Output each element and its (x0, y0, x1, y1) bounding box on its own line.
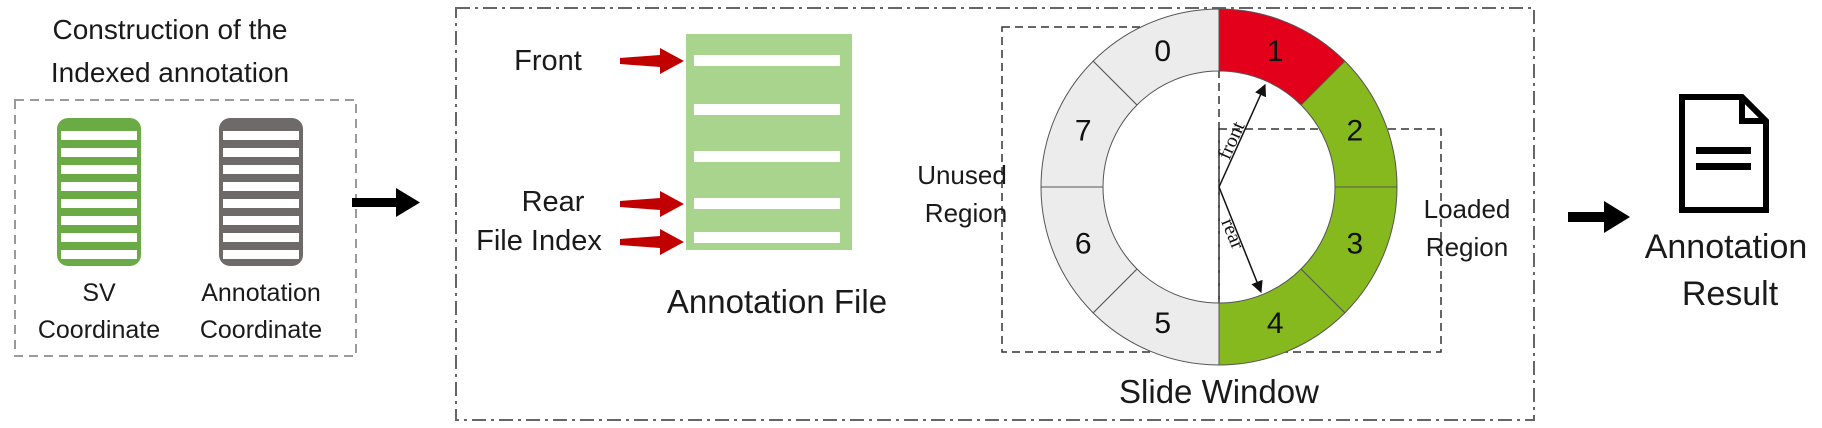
ring-segment-label-0: 0 (1154, 35, 1171, 68)
file-index-label: File Index (476, 225, 602, 257)
annot-label-line2: Coordinate (200, 316, 322, 344)
loaded-region-line2: Region (1426, 232, 1508, 262)
front-label: Front (514, 45, 582, 77)
sv-label-line1: SV (82, 279, 116, 307)
document-icon (1679, 94, 1769, 213)
ring-segment-label-3: 3 (1346, 227, 1363, 260)
annotation-coordinate-icon (219, 118, 303, 266)
ring-segment-7 (1040, 60, 1138, 188)
ring-segment-label-4: 4 (1267, 307, 1284, 340)
ring-segment-label-2: 2 (1346, 115, 1363, 148)
sv-coordinate-icon (57, 118, 141, 266)
result-line2: Result (1682, 275, 1779, 313)
middle-panel-frame (455, 7, 1535, 421)
unused-region-line1: Unused (917, 160, 1007, 190)
ring-segment-label-6: 6 (1075, 227, 1092, 260)
unused-region-frame (1001, 26, 1220, 353)
ring-segment-label-1: 1 (1267, 35, 1284, 68)
rear-pointer-label: rear (1217, 215, 1249, 252)
ring-segment-label-5: 5 (1154, 307, 1171, 340)
rear-label: Rear (522, 186, 585, 218)
front-arrow (1218, 83, 1267, 188)
annot-label-line1: Annotation (201, 279, 321, 307)
file-index-pointer-arrow (620, 229, 684, 255)
slide-window-caption: Slide Window (1119, 373, 1319, 410)
flow-arrow-2 (1568, 201, 1630, 233)
front-pointer-arrow (620, 48, 684, 74)
slide-window-ring: 0 1 2 3 4 5 6 7 (1040, 8, 1398, 366)
left-panel-frame (14, 99, 357, 357)
annotation-file-icon (686, 34, 852, 250)
loaded-region-line1: Loaded (1424, 194, 1511, 224)
flow-arrow-1 (352, 188, 420, 217)
ring-segment-label-7: 7 (1075, 115, 1092, 148)
annotation-file-caption: Annotation File (667, 283, 887, 320)
rear-arrow (1218, 186, 1263, 294)
sv-label-line2: Coordinate (38, 316, 160, 344)
left-title-line2: Indexed annotation (51, 57, 289, 88)
unused-region-line2: Region (925, 198, 1007, 228)
left-title-line1: Construction of the (52, 14, 287, 45)
rear-pointer-arrow (620, 191, 684, 217)
result-line1: Annotation (1645, 228, 1808, 266)
